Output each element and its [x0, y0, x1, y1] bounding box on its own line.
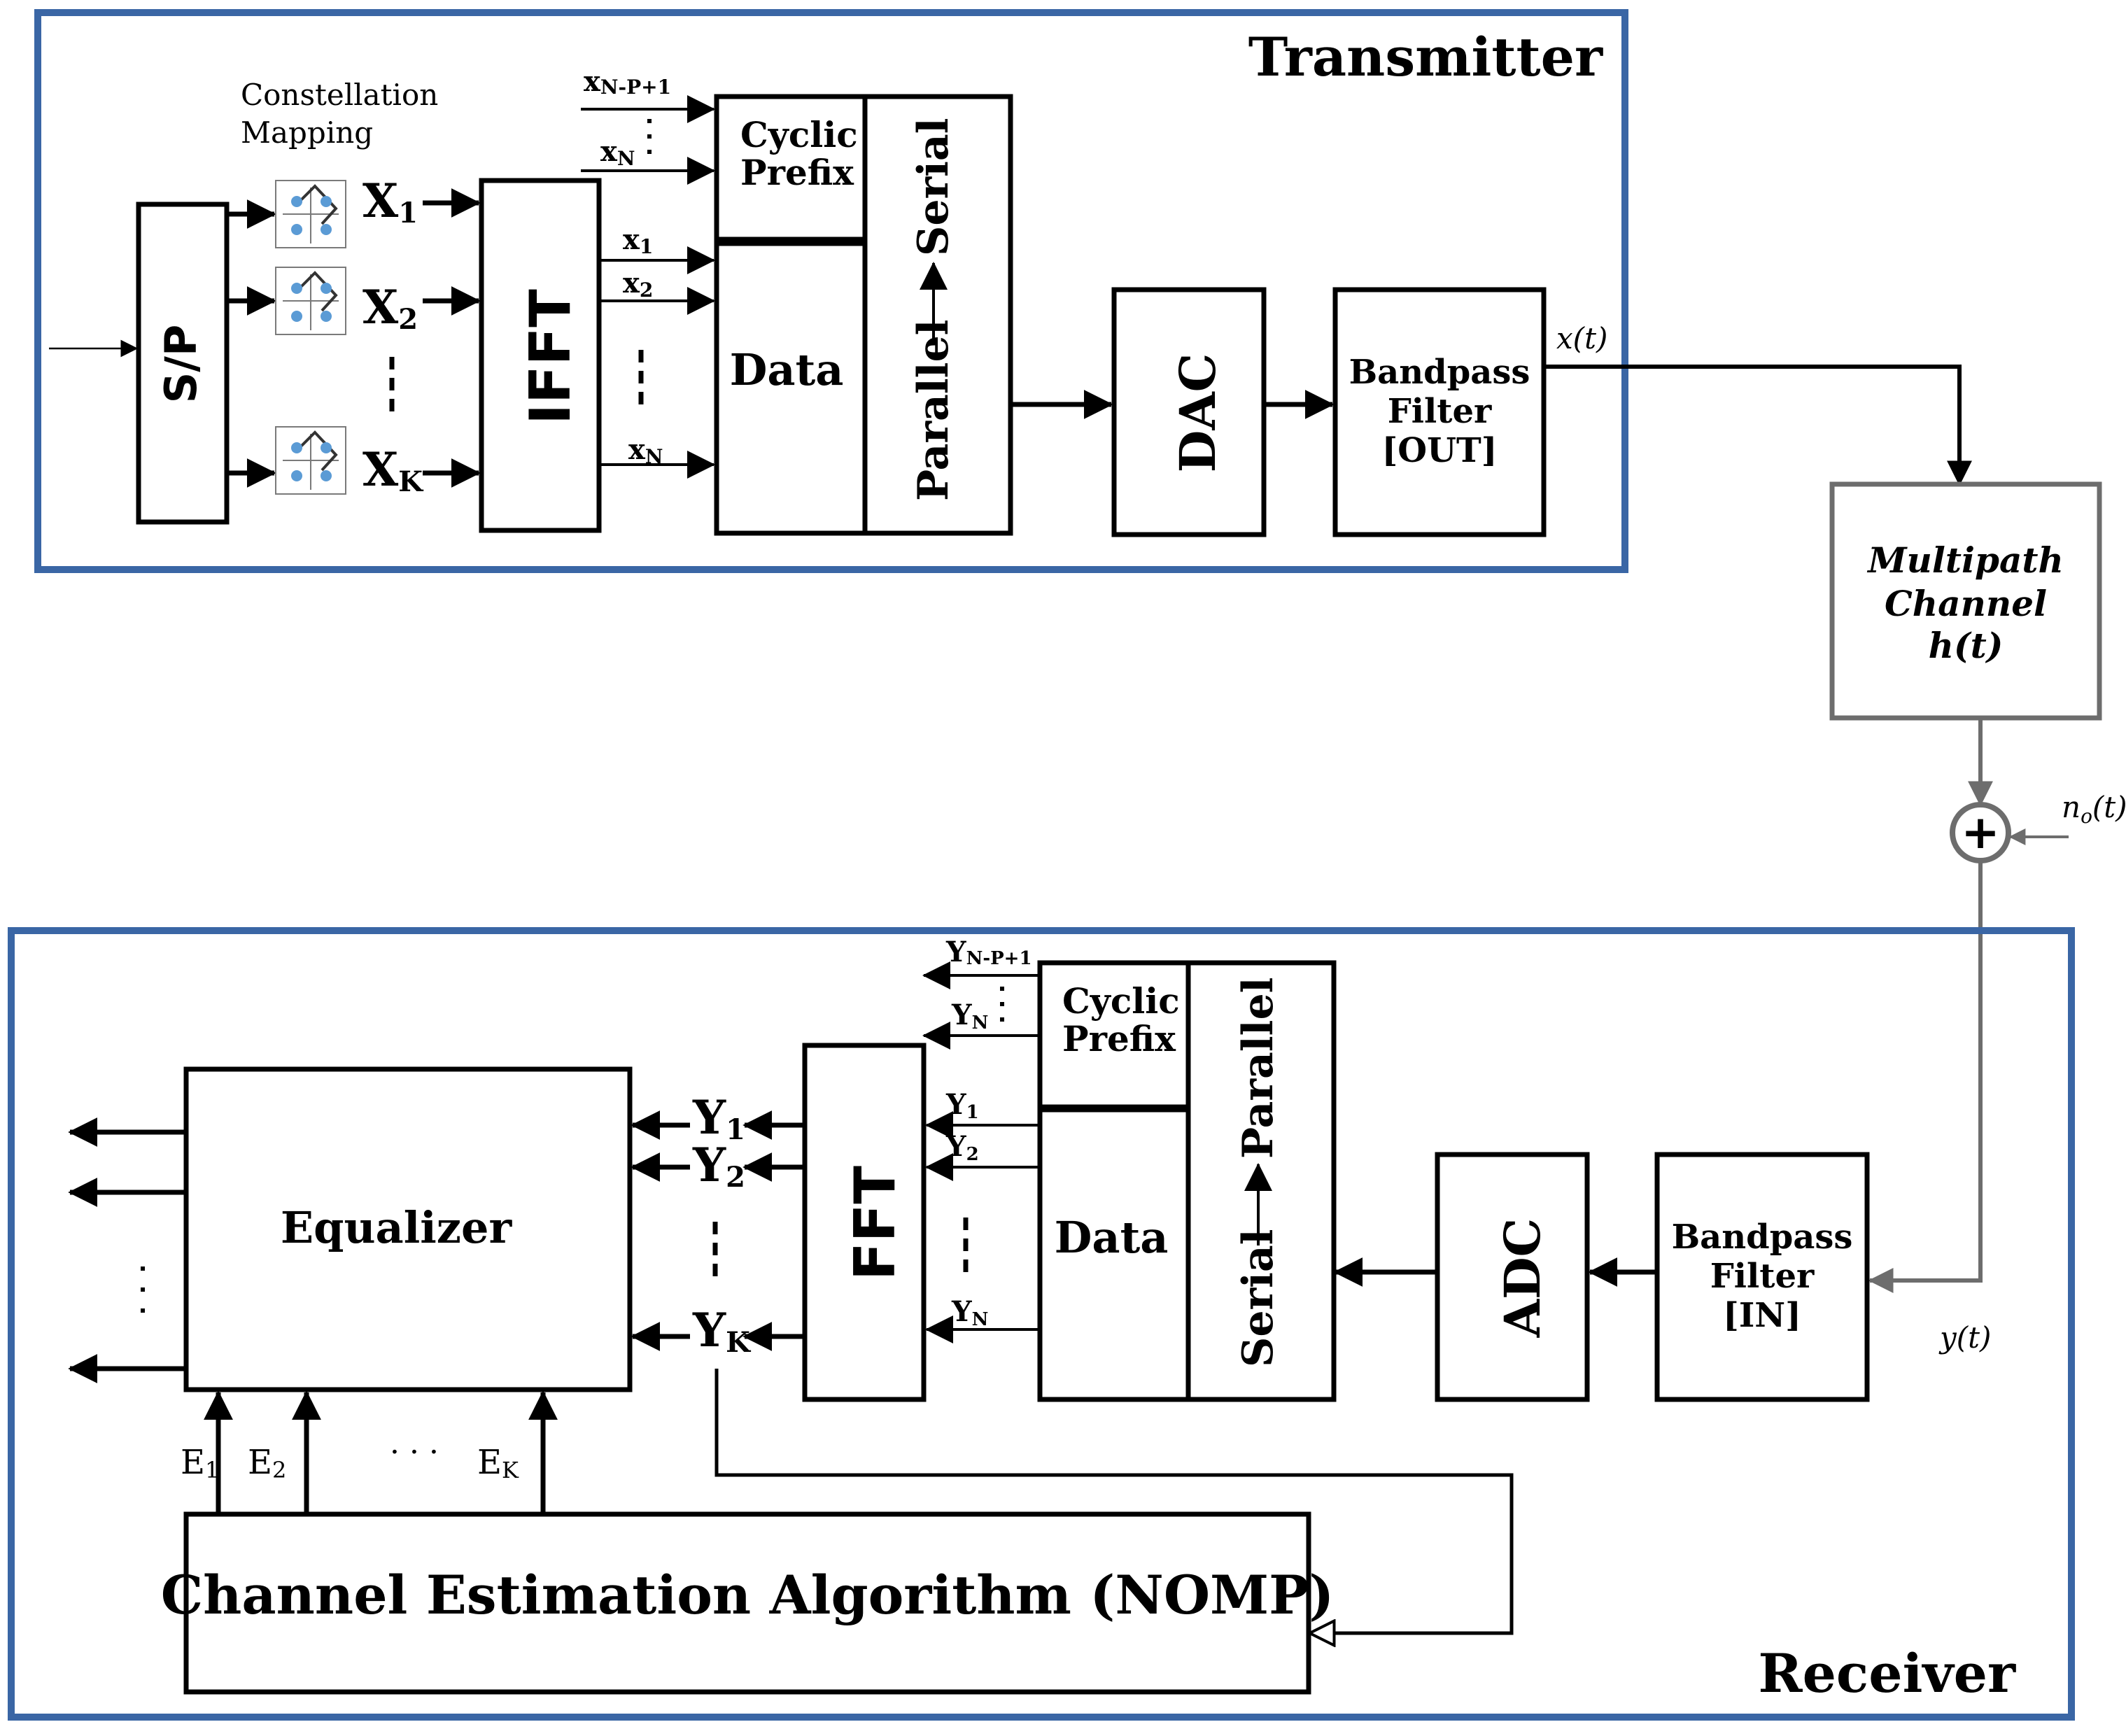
sp-label: S/P	[155, 325, 206, 404]
tx-bpf-label-1: Bandpass	[1349, 353, 1530, 392]
ifft-label: IFFT	[518, 289, 583, 425]
constellation-icon-1	[275, 180, 346, 248]
rx-sp-label-1: Serial	[1234, 1229, 1283, 1367]
tx-bpf-label-2: Filter	[1388, 392, 1492, 431]
adc-block	[1435, 1152, 1590, 1402]
noise-label: no(t)	[2062, 790, 2126, 828]
fft-label: FFT	[843, 1166, 908, 1280]
adder-node	[1950, 802, 2011, 863]
rx-cp-label-1: Cyclic	[1062, 980, 1180, 1022]
rx-bpf-label-3: [IN]	[1723, 1296, 1801, 1335]
receiver-title: Receiver	[1758, 1642, 2016, 1705]
tx-cp-label-1: Cyclic	[740, 114, 858, 155]
label-Y2: Y2	[692, 1138, 745, 1194]
label-y2: Y2	[945, 1130, 979, 1165]
rx-bpf-label-2: Filter	[1710, 1257, 1815, 1296]
label-YK: YK	[692, 1303, 751, 1359]
label-E1: E1	[181, 1443, 219, 1483]
adder-to-rx-bpf-arrow	[1868, 862, 1983, 1293]
label-xNP: xN-P+1	[584, 65, 671, 99]
fft-block	[802, 1043, 927, 1402]
label-x2: x2	[623, 267, 653, 302]
tx-ps-label-1: Parallel	[909, 320, 958, 501]
label-yN-top: YN	[951, 998, 988, 1033]
tx-data-block	[714, 241, 868, 536]
xt-label: x(t)	[1556, 321, 1607, 355]
label-XK: XK	[362, 442, 423, 498]
receiver-frame	[8, 927, 2075, 1721]
equalizer-label: Equalizer	[281, 1202, 513, 1253]
label-y1: Y1	[945, 1088, 979, 1123]
adc-label: ADC	[1493, 1218, 1551, 1339]
multipath-channel-block	[1829, 481, 2102, 721]
label-E2: E2	[248, 1443, 286, 1483]
adder-plus: +	[1961, 805, 1999, 859]
transmitter-frame	[34, 9, 1628, 573]
equalizer-block	[183, 1066, 633, 1392]
constellation-icon-k	[275, 426, 346, 495]
tx-parallel-serial-block	[862, 94, 1013, 536]
label-x1: x1	[623, 223, 653, 258]
rx-cyclic-prefix-block	[1037, 960, 1191, 1110]
constellation-icon-2	[275, 267, 346, 335]
channel-estimation-label: Channel Estimation Algorithm (NOMP)	[161, 1564, 1335, 1626]
constellation-label-1: Constellation	[241, 78, 438, 112]
dac-label: DAC	[1169, 353, 1227, 473]
label-X1: X1	[362, 174, 418, 230]
constellation-label-2: Mapping	[241, 115, 373, 150]
sp-block	[136, 202, 230, 525]
e-ellipsis: · · ·	[390, 1434, 439, 1470]
label-Y1: Y1	[692, 1090, 745, 1146]
tx-cp-label-2: Prefix	[740, 152, 854, 193]
rx-cp-label-2: Prefix	[1062, 1018, 1176, 1059]
rx-data-block	[1037, 1107, 1191, 1402]
channel-label-3: h(t)	[1929, 625, 2004, 666]
label-yNP: YN-P+1	[945, 936, 1032, 969]
channel-label-1: Multipath	[1866, 539, 2064, 581]
label-xN-top: xN	[600, 135, 635, 170]
label-xN: xN	[628, 433, 663, 468]
transmitter-title: Transmitter	[1248, 26, 1603, 88]
label-yN: YN	[951, 1295, 988, 1330]
rx-bpf-label-1: Bandpass	[1672, 1218, 1853, 1257]
yt-label: y(t)	[1938, 1320, 1991, 1355]
dac-block	[1111, 287, 1267, 537]
tx-ps-label-2: Serial	[909, 118, 958, 256]
label-EK: EK	[477, 1443, 519, 1483]
tx-bandpass-filter-block	[1332, 287, 1547, 537]
rx-sp-label-2: Parallel	[1234, 978, 1283, 1159]
channel-label-2: Channel	[1885, 583, 2047, 624]
tx-data-label: Data	[730, 344, 844, 395]
label-X2: X2	[362, 280, 418, 336]
rx-data-label: Data	[1055, 1212, 1169, 1263]
tx-bpf-label-3: [OUT]	[1382, 431, 1498, 470]
rx-bandpass-filter-block	[1654, 1152, 1870, 1402]
ifft-block	[479, 178, 602, 533]
xt-to-channel-arrow	[1545, 365, 1972, 486]
feedback-to-estimator-arrow	[714, 1369, 1514, 1633]
channel-estimation-block	[183, 1511, 1311, 1695]
tx-cyclic-prefix-block	[714, 94, 868, 242]
